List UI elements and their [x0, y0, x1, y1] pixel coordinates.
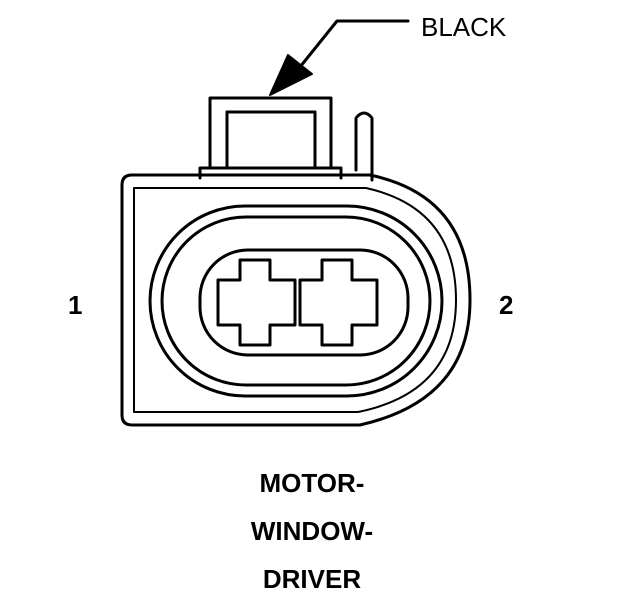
face-oval-outer — [148, 204, 444, 398]
connector-housing — [120, 173, 472, 427]
connector-title-line-3: DRIVER — [262, 564, 362, 594]
terminal-cavity — [198, 248, 410, 357]
arrow-head — [269, 54, 313, 96]
retaining-pin — [354, 111, 374, 182]
housing-inner-edge — [133, 187, 457, 413]
terminal-2 — [298, 258, 379, 347]
connector-title-line-1: MOTOR- — [259, 468, 365, 498]
wire-color-label: BLACK — [421, 12, 507, 42]
face-oval-inner — [160, 215, 432, 387]
pin-1-label: 1 — [68, 290, 83, 320]
leader-line — [298, 19, 410, 69]
terminal-1 — [216, 258, 297, 347]
lock-tab-inner — [225, 110, 317, 170]
lock-tab-base — [198, 166, 343, 180]
lock-tab — [208, 96, 333, 170]
connector-title-line-2: WINDOW- — [250, 516, 374, 546]
pin-2-label: 2 — [499, 290, 514, 320]
